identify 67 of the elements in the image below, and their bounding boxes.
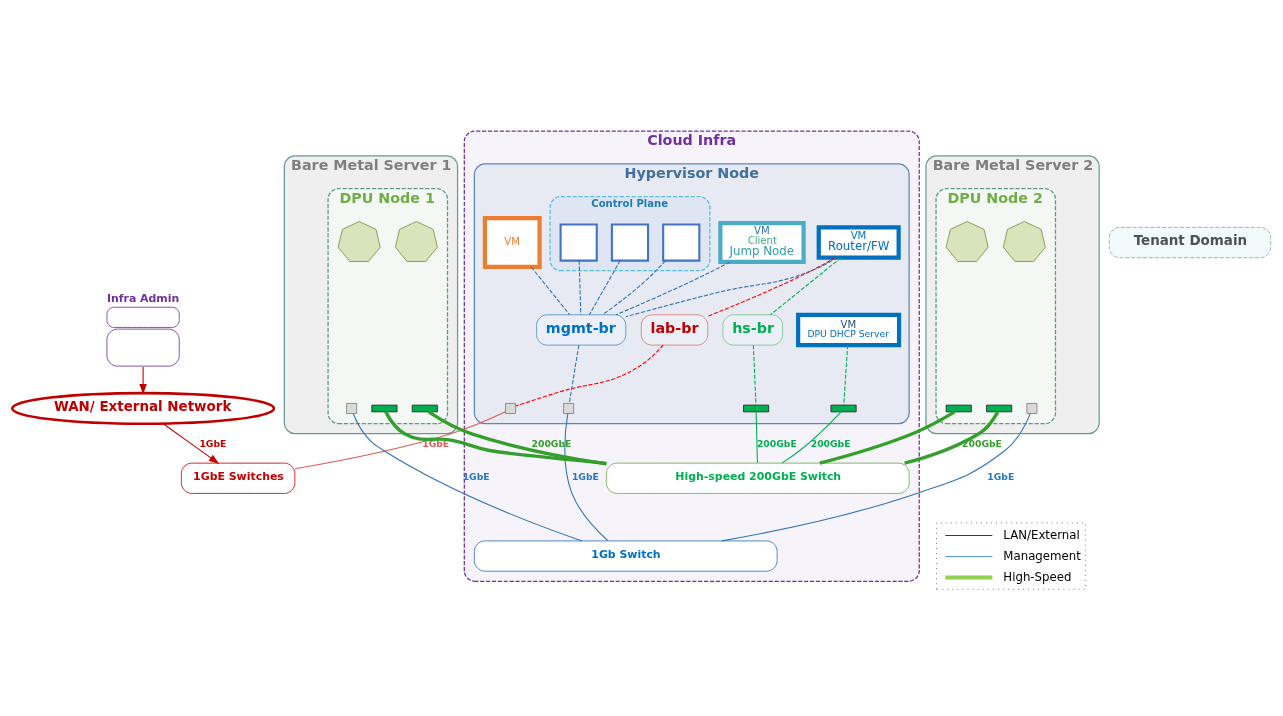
connector	[819, 409, 956, 465]
node-box: hs-br	[722, 313, 783, 346]
connector	[530, 265, 571, 315]
node-box	[411, 404, 438, 412]
connector	[770, 256, 842, 315]
node-box: Tenant Domain	[1108, 226, 1272, 258]
connector	[427, 410, 607, 466]
arrow	[162, 422, 220, 464]
cluster: Control Plane	[549, 195, 711, 271]
arrow	[139, 365, 147, 395]
connector	[588, 259, 621, 315]
node-box	[505, 402, 516, 414]
node-heptagon	[337, 220, 381, 262]
edge-label: 1GbE	[199, 437, 227, 449]
node-heptagon	[394, 220, 438, 262]
edge-label: 1GbE	[987, 470, 1015, 482]
edge-label: 200GbE	[810, 437, 851, 449]
connector	[294, 410, 506, 469]
node-box	[986, 404, 1013, 412]
connector	[578, 259, 582, 315]
node-box: High-speed 200GbE Switch	[606, 462, 910, 494]
node-box: mgmt-br	[536, 313, 627, 346]
node-label: Infra Admin	[106, 291, 180, 305]
connector	[568, 344, 580, 404]
connector	[625, 256, 838, 317]
connector	[707, 256, 836, 317]
node-box: VM DPU DHCP Server	[796, 312, 902, 347]
node-box	[1026, 402, 1038, 414]
edge-label: 200GbE	[756, 437, 797, 449]
node-box: VM Router/FW	[816, 224, 901, 260]
connector	[515, 344, 664, 406]
node-box: lab-br	[640, 313, 709, 346]
node-box: 1Gb Switch	[473, 540, 778, 572]
connector	[721, 412, 1031, 541]
connector	[615, 260, 731, 315]
node-box	[346, 402, 358, 414]
node-box	[559, 222, 598, 262]
edge-label: 1GbE	[571, 470, 599, 482]
edge-label: 200GbE	[531, 437, 572, 449]
node-box	[830, 404, 857, 412]
node-box: VM	[482, 215, 542, 269]
node-box: 1GbE Switches	[180, 462, 296, 494]
connector	[781, 410, 842, 464]
node-box	[563, 402, 575, 414]
node-box	[743, 404, 770, 412]
node-box	[610, 222, 650, 262]
edge-label: 1GbE	[462, 470, 490, 482]
node-heptagon	[1002, 220, 1046, 262]
cluster: DPU Node 2	[935, 187, 1057, 424]
connector	[352, 412, 583, 541]
node-box	[662, 222, 701, 262]
node-box: VM Client Jump Node	[718, 220, 806, 264]
connector	[384, 410, 607, 465]
node-heptagon	[945, 220, 989, 262]
connector	[843, 344, 849, 405]
legend-label: LAN/External	[1003, 527, 1080, 542]
legend-label: High-Speed	[1003, 569, 1072, 584]
connector	[755, 410, 758, 464]
cluster: DPU Node 1	[327, 187, 449, 424]
connector	[602, 259, 666, 315]
node-ellipse: WAN/ External Network	[10, 391, 276, 425]
connector	[564, 412, 609, 541]
connector	[904, 410, 1000, 465]
legend-label: Management	[1003, 548, 1081, 563]
node-box	[371, 404, 398, 412]
node-box	[945, 404, 972, 412]
connector	[752, 344, 757, 405]
